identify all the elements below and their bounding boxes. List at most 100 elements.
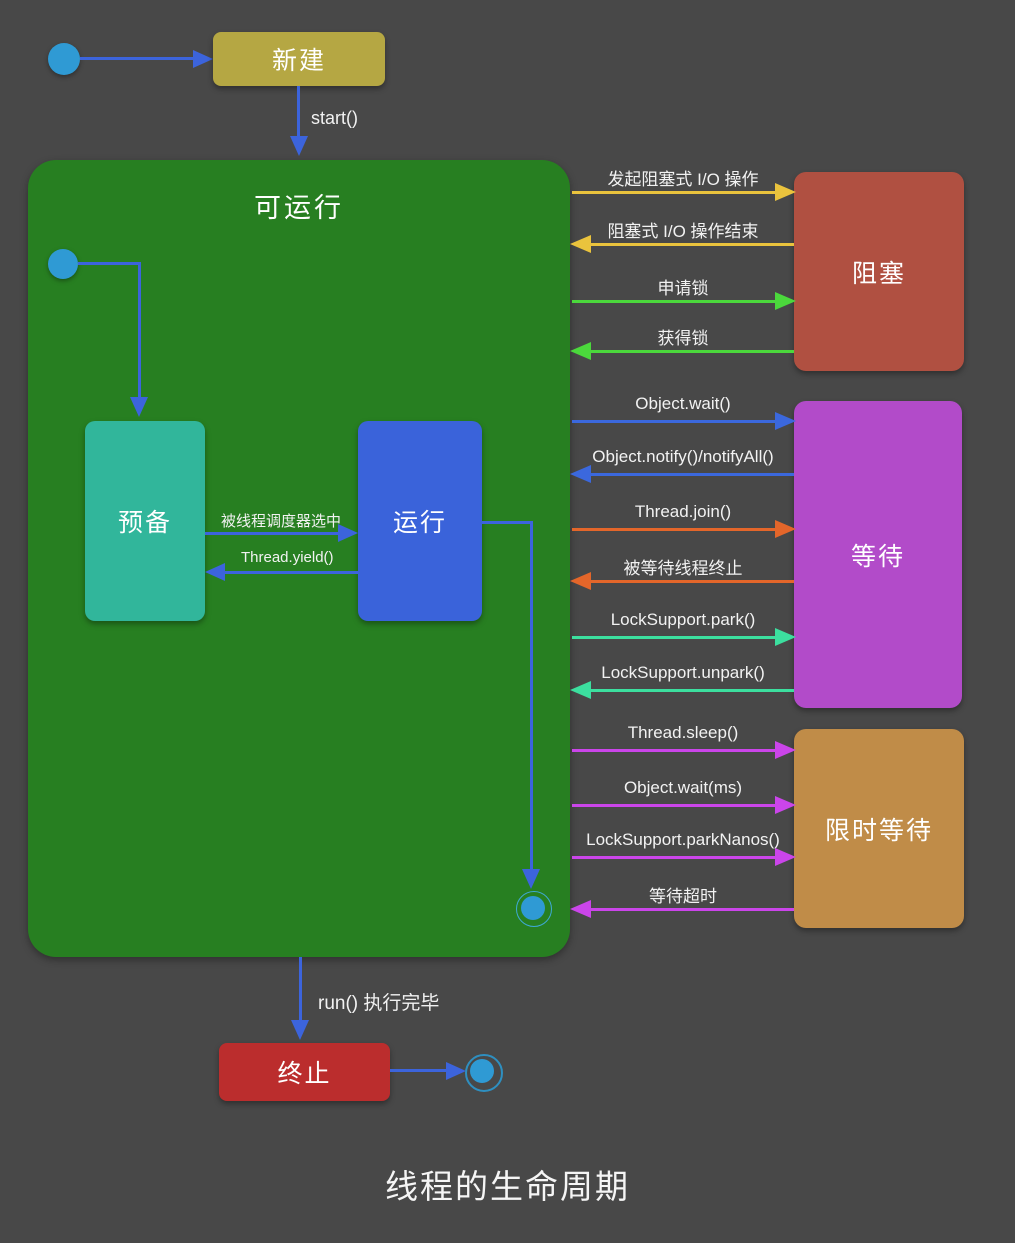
new-state-label: 新建 xyxy=(271,47,326,75)
transition-label: 等待超时 xyxy=(649,887,717,906)
inner-initial-state-dot xyxy=(48,249,78,279)
arrow-line xyxy=(205,532,339,535)
arrow-line xyxy=(390,1069,446,1072)
final-state-dot xyxy=(470,1059,494,1083)
transition-thread-join: Thread.join() xyxy=(572,502,796,538)
transition-label: LockSupport.parkNanos() xyxy=(586,830,780,849)
transition-park-nanos: LockSupport.parkNanos() xyxy=(572,830,796,866)
arrow-line xyxy=(588,243,794,246)
arrow-head-down-icon xyxy=(522,869,540,889)
transition-label: 发起阻塞式 I/O 操作 xyxy=(607,170,759,189)
waiting-state-label: 等待 xyxy=(850,542,905,571)
transition-request-lock: 申请锁 xyxy=(572,274,796,310)
arrow-line xyxy=(572,420,778,423)
transition-label: Object.wait(ms) xyxy=(623,778,743,797)
arrow-line xyxy=(572,191,778,194)
arrow-head-down-icon xyxy=(130,397,148,417)
arrow-head-right-icon xyxy=(775,412,796,430)
arrow-head-left-icon xyxy=(570,465,591,483)
transition-park: LockSupport.park() xyxy=(572,610,796,646)
arrow-head-left-icon xyxy=(570,342,591,360)
transition-wait-ms: Object.wait(ms) xyxy=(572,778,796,814)
running-state-label: 运行 xyxy=(392,509,447,537)
arrow-head-left-icon xyxy=(205,563,225,581)
transition-label: Thread.sleep() xyxy=(627,723,739,742)
blocked-state-label: 阻塞 xyxy=(851,259,906,288)
arrow-head-left-icon xyxy=(570,572,591,590)
transition-unpark: LockSupport.unpark() xyxy=(570,663,794,699)
arrow-line xyxy=(588,689,794,692)
inner-final-state-dot xyxy=(521,896,545,920)
transition-io-end: 阻塞式 I/O 操作结束 xyxy=(570,217,794,253)
arrow-head-right-icon xyxy=(775,848,796,866)
arrow-line xyxy=(530,521,533,870)
arrow-line xyxy=(588,580,794,583)
ready-state-label: 预备 xyxy=(117,509,172,537)
transition-label: 获得锁 xyxy=(657,329,709,348)
transition-label: 被等待线程终止 xyxy=(623,559,743,578)
arrow-head-right-icon xyxy=(775,796,796,814)
terminated-state-label: 终止 xyxy=(277,1060,332,1088)
terminated-state-box: 终止 xyxy=(219,1043,390,1101)
arrow-line xyxy=(572,804,778,807)
transition-label: Object.wait() xyxy=(635,394,731,413)
transition-label: LockSupport.park() xyxy=(610,610,756,629)
arrow-head-left-icon xyxy=(570,681,591,699)
transition-io-begin: 发起阻塞式 I/O 操作 xyxy=(572,165,796,201)
arrow-line xyxy=(572,636,778,639)
scheduler-select-label: 被线程调度器选中 xyxy=(221,513,342,530)
arrow-head-right-icon xyxy=(775,628,796,646)
arrow-line xyxy=(588,908,794,911)
transition-acquire-lock: 获得锁 xyxy=(570,324,794,360)
transition-wait-timeout: 等待超时 xyxy=(570,882,794,918)
arrow-line xyxy=(299,957,302,1020)
arrow-line xyxy=(572,749,778,752)
transition-object-wait: Object.wait() xyxy=(572,394,796,430)
transition-label: LockSupport.unpark() xyxy=(601,663,765,682)
transition-label: 申请锁 xyxy=(657,279,709,298)
arrow-head-left-icon xyxy=(570,900,591,918)
transition-label: Object.notify()/notifyAll() xyxy=(592,447,774,466)
page-title: 线程的生命周期 xyxy=(385,1168,630,1205)
transition-object-notify: Object.notify()/notifyAll() xyxy=(570,447,794,483)
timed-waiting-state-box: 限时等待 xyxy=(794,729,964,928)
arrow-line xyxy=(80,57,193,60)
arrow-head-right-icon xyxy=(775,292,796,310)
initial-state-dot xyxy=(48,43,80,75)
arrow-line xyxy=(572,300,778,303)
arrow-line xyxy=(225,571,358,574)
transition-sleep: Thread.sleep() xyxy=(572,723,796,759)
transition-waited-thread-terminated: 被等待线程终止 xyxy=(570,554,794,590)
yield-transition-label: Thread.yield() xyxy=(241,549,334,566)
blocked-state-box: 阻塞 xyxy=(794,172,964,371)
runnable-state-label: 可运行 xyxy=(254,193,344,223)
arrow-head-down-icon xyxy=(290,136,308,156)
arrow-line xyxy=(138,262,141,397)
timed-waiting-state-label: 限时等待 xyxy=(824,816,933,845)
arrow-head-down-icon xyxy=(291,1020,309,1040)
inner-final-state-ring xyxy=(516,891,552,927)
start-transition-label: start() xyxy=(311,108,358,128)
arrow-head-right-icon xyxy=(338,524,358,542)
run-complete-label: run() 执行完毕 xyxy=(318,993,440,1014)
arrow-line xyxy=(78,262,141,265)
arrow-head-right-icon xyxy=(775,520,796,538)
arrow-line xyxy=(588,473,794,476)
transition-label: 阻塞式 I/O 操作结束 xyxy=(607,222,759,241)
arrow-line xyxy=(482,521,533,524)
arrow-head-right-icon xyxy=(193,50,213,68)
arrow-line xyxy=(297,86,300,136)
arrow-head-right-icon xyxy=(446,1062,466,1080)
waiting-state-box: 等待 xyxy=(794,401,962,708)
arrow-line xyxy=(572,528,778,531)
arrow-head-left-icon xyxy=(570,235,591,253)
ready-state-box: 预备 xyxy=(85,421,205,621)
arrow-head-right-icon xyxy=(775,183,796,201)
running-state-box: 运行 xyxy=(358,421,482,621)
arrow-head-right-icon xyxy=(775,741,796,759)
new-state-box: 新建 xyxy=(213,32,385,86)
transition-label: Thread.join() xyxy=(634,502,732,521)
final-state-ring xyxy=(465,1054,503,1092)
arrow-line xyxy=(588,350,794,353)
